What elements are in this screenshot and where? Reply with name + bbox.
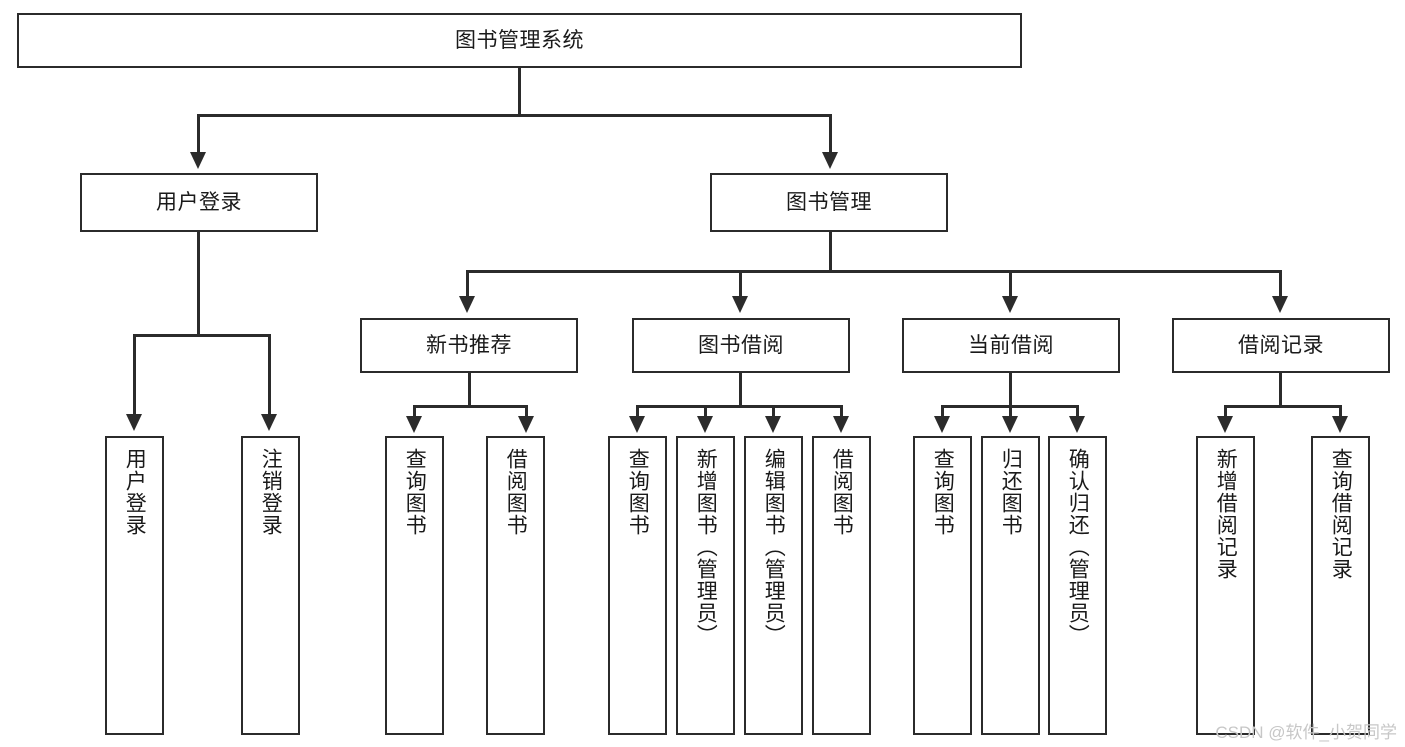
arrowhead-to-user-login bbox=[190, 152, 206, 169]
node-book-management[interactable]: 图书管理 bbox=[710, 173, 948, 232]
node-label: 确认归还（管理员） bbox=[1066, 448, 1090, 646]
node-label: 当前借阅 bbox=[968, 333, 1054, 357]
connector-user-login-stem bbox=[197, 232, 200, 336]
connector-borrow-record-stem bbox=[1279, 373, 1282, 408]
connector-user-login-child-1 bbox=[133, 334, 136, 418]
connector-new-book-stem bbox=[468, 373, 471, 408]
arrowhead-book-borrow-child-1 bbox=[629, 416, 645, 433]
leaf-confirm-return-admin[interactable]: 确认归还（管理员） bbox=[1048, 436, 1107, 735]
node-label: 查询图书 bbox=[403, 448, 427, 536]
leaf-user-logout[interactable]: 注销登录 bbox=[241, 436, 300, 735]
arrowhead-to-book-manage bbox=[822, 152, 838, 169]
connector-book-borrow-child-4 bbox=[840, 405, 843, 420]
connector-book-borrow-child-2 bbox=[704, 405, 707, 420]
connector-book-borrow-child-1 bbox=[636, 405, 639, 420]
node-label: 查询借阅记录 bbox=[1329, 448, 1353, 580]
arrowhead-to-current-borrow bbox=[1002, 296, 1018, 313]
node-label: 新书推荐 bbox=[426, 333, 512, 357]
connector-to-borrow-record bbox=[1279, 270, 1282, 300]
node-new-book-recommend[interactable]: 新书推荐 bbox=[360, 318, 578, 373]
connector-new-book-bar bbox=[413, 405, 528, 408]
connector-level1-bar bbox=[197, 114, 832, 117]
node-label: 归还图书 bbox=[999, 448, 1023, 536]
arrowhead-new-book-child-2 bbox=[518, 416, 534, 433]
arrowhead-borrow-record-child-1 bbox=[1217, 416, 1233, 433]
node-user-login[interactable]: 用户登录 bbox=[80, 173, 318, 232]
connector-borrow-record-child-2 bbox=[1339, 405, 1342, 420]
connector-to-current-borrow bbox=[1009, 270, 1012, 300]
connector-current-borrow-stem bbox=[1009, 373, 1012, 408]
node-book-borrow[interactable]: 图书借阅 bbox=[632, 318, 850, 373]
node-label: 新增借阅记录 bbox=[1214, 448, 1238, 580]
arrowhead-to-book-borrow bbox=[732, 296, 748, 313]
connector-book-borrow-stem bbox=[739, 373, 742, 408]
node-label: 借阅记录 bbox=[1238, 333, 1324, 357]
arrowhead-user-login-child-2 bbox=[261, 414, 277, 431]
node-borrow-record[interactable]: 借阅记录 bbox=[1172, 318, 1390, 373]
node-label: 查询图书 bbox=[931, 448, 955, 536]
connector-level2-bar bbox=[466, 270, 1282, 273]
node-label: 新增图书（管理员） bbox=[694, 448, 718, 646]
arrowhead-book-borrow-child-2 bbox=[697, 416, 713, 433]
arrowhead-book-borrow-child-4 bbox=[833, 416, 849, 433]
node-label: 图书借阅 bbox=[698, 333, 784, 357]
leaf-return-book[interactable]: 归还图书 bbox=[981, 436, 1040, 735]
connector-new-book-child-1 bbox=[413, 405, 416, 420]
connector-current-borrow-child-2 bbox=[1009, 405, 1012, 420]
node-label: 查询图书 bbox=[626, 448, 650, 536]
node-root-system[interactable]: 图书管理系统 bbox=[17, 13, 1022, 68]
csdn-watermark: CSDN @软件_小贺同学 bbox=[1215, 723, 1397, 742]
leaf-edit-book-admin[interactable]: 编辑图书（管理员） bbox=[744, 436, 803, 735]
leaf-query-book-recommend[interactable]: 查询图书 bbox=[385, 436, 444, 735]
arrowhead-borrow-record-child-2 bbox=[1332, 416, 1348, 433]
leaf-borrow-book[interactable]: 借阅图书 bbox=[812, 436, 871, 735]
connector-new-book-child-2 bbox=[525, 405, 528, 420]
node-label: 借阅图书 bbox=[504, 448, 528, 536]
leaf-query-borrow-record[interactable]: 查询借阅记录 bbox=[1311, 436, 1370, 735]
connector-user-login-child-2 bbox=[268, 334, 271, 418]
connector-current-borrow-child-1 bbox=[941, 405, 944, 420]
arrowhead-new-book-child-1 bbox=[406, 416, 422, 433]
arrowhead-current-borrow-child-3 bbox=[1069, 416, 1085, 433]
arrowhead-book-borrow-child-3 bbox=[765, 416, 781, 433]
connector-to-user-login bbox=[197, 114, 200, 156]
node-label: 图书管理系统 bbox=[455, 28, 584, 52]
connector-book-borrow-bar bbox=[636, 405, 842, 408]
node-label: 编辑图书（管理员） bbox=[762, 448, 786, 646]
connector-to-new-book bbox=[466, 270, 469, 300]
connector-book-manage-stem bbox=[829, 232, 832, 272]
leaf-query-book-borrow[interactable]: 查询图书 bbox=[608, 436, 667, 735]
connector-borrow-record-bar bbox=[1224, 405, 1342, 408]
arrowhead-current-borrow-child-1 bbox=[934, 416, 950, 433]
node-label: 图书管理 bbox=[786, 190, 872, 214]
arrowhead-to-new-book bbox=[459, 296, 475, 313]
connector-user-login-bar bbox=[133, 334, 271, 337]
arrowhead-user-login-child-1 bbox=[126, 414, 142, 431]
leaf-user-login[interactable]: 用户登录 bbox=[105, 436, 164, 735]
connector-book-borrow-child-3 bbox=[772, 405, 775, 420]
leaf-query-book-current[interactable]: 查询图书 bbox=[913, 436, 972, 735]
arrowhead-to-borrow-record bbox=[1272, 296, 1288, 313]
connector-borrow-record-child-1 bbox=[1224, 405, 1227, 420]
node-label: 借阅图书 bbox=[830, 448, 854, 536]
connector-root-stem bbox=[518, 68, 521, 116]
connector-current-borrow-child-3 bbox=[1076, 405, 1079, 420]
leaf-borrow-book-recommend[interactable]: 借阅图书 bbox=[486, 436, 545, 735]
node-label: 用户登录 bbox=[156, 190, 242, 214]
leaf-add-book-admin[interactable]: 新增图书（管理员） bbox=[676, 436, 735, 735]
arrowhead-current-borrow-child-2 bbox=[1002, 416, 1018, 433]
connector-to-book-borrow bbox=[739, 270, 742, 300]
connector-to-book-manage bbox=[829, 114, 832, 156]
leaf-add-borrow-record[interactable]: 新增借阅记录 bbox=[1196, 436, 1255, 735]
node-label: 用户登录 bbox=[123, 448, 147, 536]
node-current-borrow[interactable]: 当前借阅 bbox=[902, 318, 1120, 373]
node-label: 注销登录 bbox=[259, 448, 283, 536]
